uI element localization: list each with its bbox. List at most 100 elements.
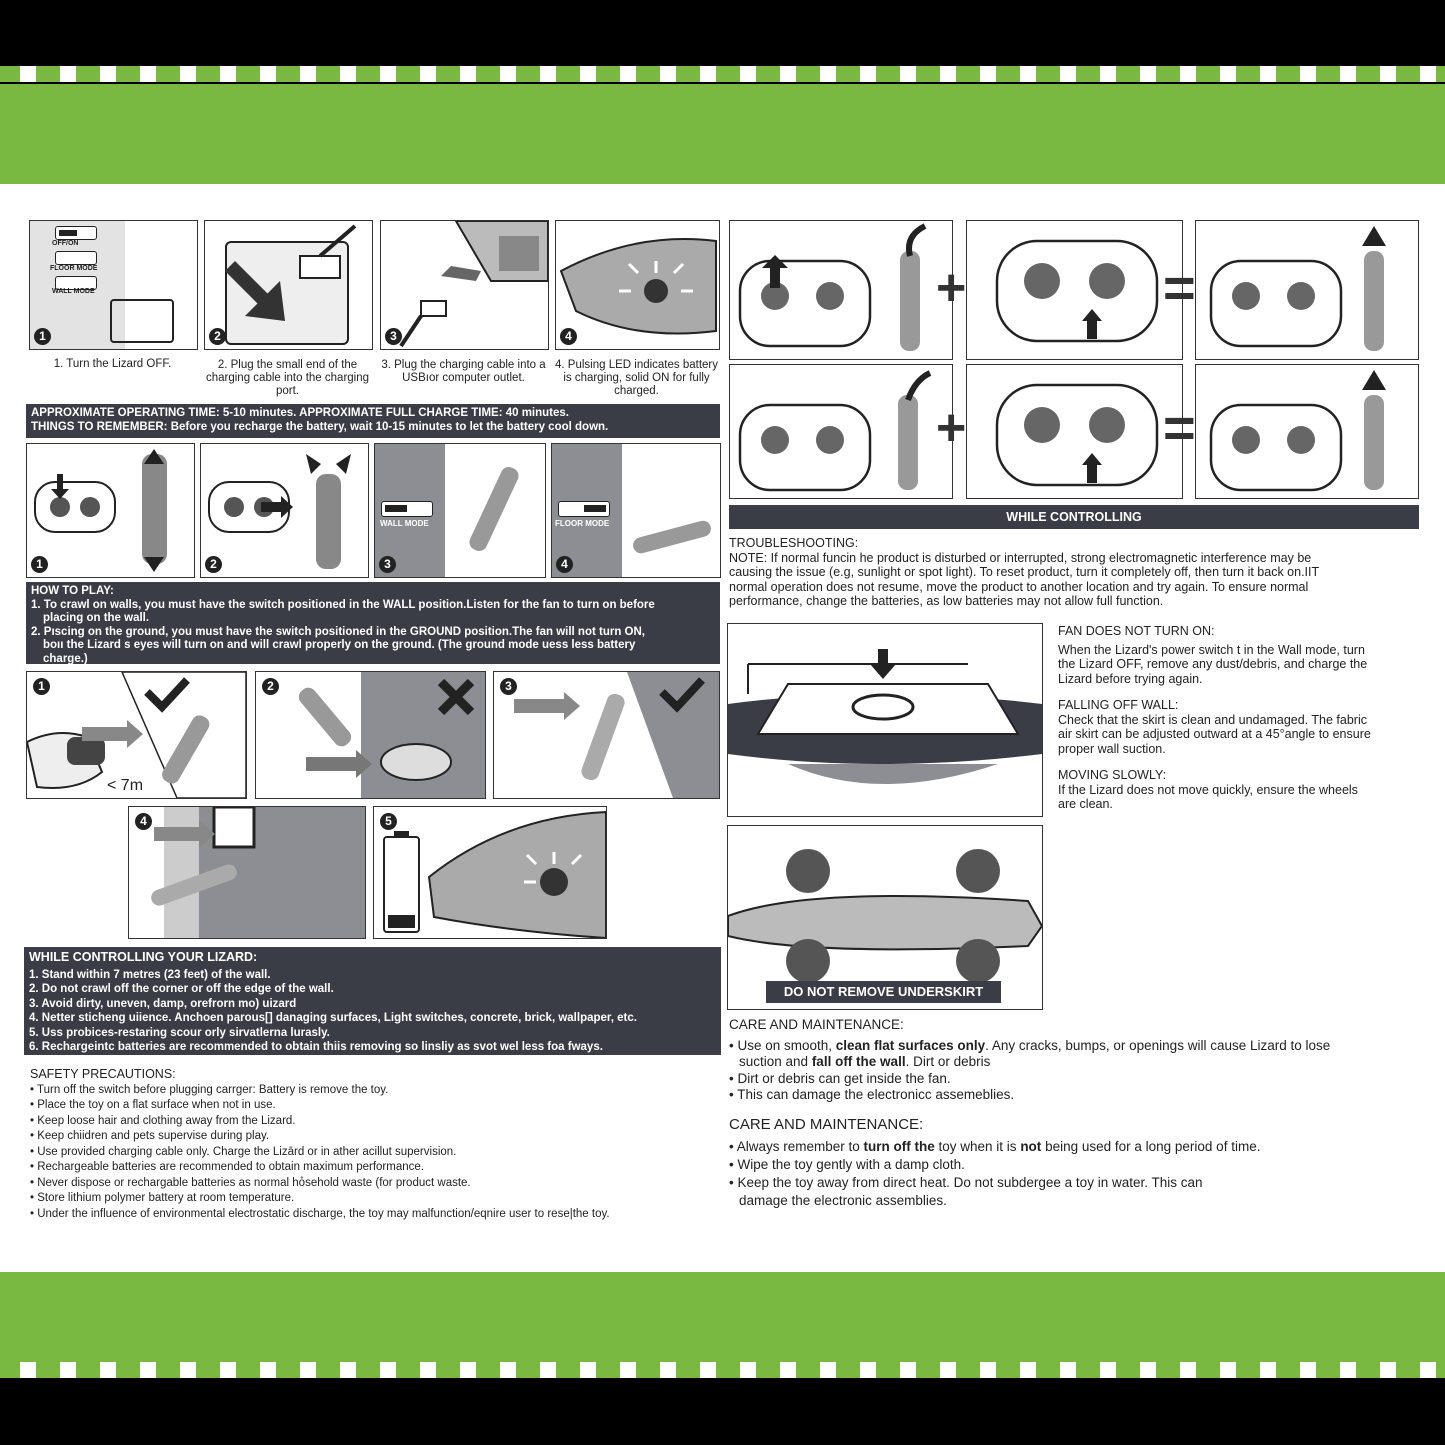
rule-item: 4. Netter sticheng uiience. Anchoen paro…: [29, 1012, 637, 1024]
moving-line: If the Lizard does not move quickly, ens…: [1058, 782, 1358, 797]
bottom-film-strip: [0, 1362, 1445, 1378]
film-hole: [900, 1362, 916, 1378]
film-hole: [820, 66, 836, 82]
lizard-wheels-icon: [728, 849, 1042, 983]
falling-title: FALLING OFF WALL:: [1058, 698, 1179, 712]
switch-closeup: [110, 299, 174, 343]
film-hole: [460, 1362, 476, 1378]
underskirt-panel: DO NOT REMOVE UNDERSKIRT: [727, 825, 1043, 1010]
film-hole: [780, 1362, 796, 1378]
switch-slot: [55, 276, 97, 290]
combo-panel-controller: [729, 220, 953, 360]
film-hole: [700, 66, 716, 82]
film-hole: [100, 66, 116, 82]
film-hole: [580, 1362, 596, 1378]
play-number-4: 4: [135, 813, 152, 830]
care-text: Use on smooth,: [737, 1037, 836, 1053]
film-hole: [1020, 1362, 1036, 1378]
controller-forward-icon: [738, 370, 932, 492]
play-panel-1: < 7m 1: [26, 671, 247, 799]
how-to-play-item: 1. To crawl on walls, you must have the …: [31, 598, 655, 611]
step-number-2: 2: [209, 328, 226, 345]
film-hole: [500, 1362, 516, 1378]
step-panel-2: 2: [204, 220, 373, 350]
plus-icon: +: [936, 259, 967, 317]
step-caption-4: 4. Pulsing LED indicates battery is char…: [555, 359, 719, 397]
film-hole: [1100, 1362, 1116, 1378]
safety-title: SAFETY PRECAUTIONS:: [30, 1067, 176, 1081]
equals-icon: =: [1163, 256, 1196, 319]
film-hole: [20, 66, 36, 82]
film-hole: [1420, 66, 1436, 82]
how-to-play-item: 2. Pıscing on the ground, you must have …: [31, 625, 645, 638]
care-bold-text: not: [1020, 1139, 1042, 1154]
step-panel-3: 3: [380, 220, 549, 350]
film-hole: [540, 66, 556, 82]
play-panel-3: 3: [493, 671, 720, 799]
plus-icon: +: [936, 399, 967, 457]
film-hole: [140, 1362, 156, 1378]
film-hole: [940, 66, 956, 82]
troubleshooting-title: TROUBLESHOOTING:: [729, 536, 859, 550]
care-bold-text: turn off the: [863, 1139, 935, 1154]
operating-time-box: APPROXIMATE OPERATING TIME: 5-10 minutes…: [26, 404, 720, 438]
safety-section: SAFETY PRECAUTIONS: Turn off the switch …: [30, 1067, 720, 1222]
arrow-icon: [225, 224, 357, 321]
care-text: damage the electronic assemblies.: [739, 1193, 947, 1208]
care-section-2: CARE AND MAINTENANCE: • Always remember …: [729, 1116, 1429, 1210]
fan-skirt-panel: [727, 623, 1043, 817]
lizard-on-wall-icon: [469, 467, 519, 551]
controller-forward-icon: [34, 449, 167, 572]
film-hole: [420, 66, 436, 82]
film-hole: [740, 66, 756, 82]
film-hole: [380, 66, 396, 82]
things-to-remember-line: THINGS TO REMEMBER: Before you recharge …: [31, 420, 609, 433]
film-hole: [420, 1362, 436, 1378]
fan-section: FAN DOES NOT TURN ON: When the Lizard's …: [1058, 624, 1428, 812]
film-hole: [980, 66, 996, 82]
falling-line: Check that the skirt is clean and undama…: [1058, 712, 1367, 727]
care-item: damage the electronic assemblies.: [729, 1192, 1429, 1210]
film-hole: [1380, 1362, 1396, 1378]
rule-item: 5. Uss probices-restaring scour orly sir…: [29, 1026, 330, 1039]
film-hole: [180, 66, 196, 82]
film-hole: [1100, 66, 1116, 82]
how-to-play-item: placing on the wall.: [43, 612, 150, 624]
how-to-play-title: HOW TO PLAY:: [31, 585, 114, 597]
step-panel-1: OFF/ON FLOOR MODE WALL MODE 1: [29, 220, 198, 350]
film-hole: [660, 1362, 676, 1378]
care-item: • Use on smooth, clean flat surfaces onl…: [729, 1037, 1331, 1053]
film-hole: [860, 66, 876, 82]
step-number-4: 4: [560, 328, 577, 345]
film-hole: [300, 1362, 316, 1378]
care-text: suction and: [739, 1054, 812, 1069]
step-caption-2: 2. Plug the small end of the charging ca…: [205, 359, 370, 397]
play-number-3: 3: [500, 678, 517, 695]
care-item: • Always remember to turn off the toy wh…: [729, 1139, 1261, 1154]
mode-number-4: 4: [556, 556, 573, 573]
battery-led-icon: [383, 810, 606, 938]
film-hole: [780, 66, 796, 82]
falling-line: air skirt can be adjusted outward at a 4…: [1058, 727, 1371, 741]
controller-forward-icon: [738, 223, 927, 351]
while-controlling-label: WHILE CONTROLLING: [729, 505, 1419, 529]
film-hole: [220, 1362, 236, 1378]
controller-result-icon: [1209, 370, 1386, 492]
play-number-1: 1: [33, 678, 50, 695]
controller-result-icon: [1209, 226, 1386, 351]
falling-line: proper wall suction.: [1058, 741, 1166, 756]
floor-mode-label: FLOOR MODE: [555, 519, 610, 528]
play-panel-5: 5: [373, 806, 607, 939]
combo-panel-result: [1195, 220, 1419, 360]
troubleshooting-line: causing the issue (e.g, sunlight or spot…: [729, 565, 1320, 579]
film-hole: [660, 66, 676, 82]
safety-item: Rechargeable batteries are recommended t…: [30, 1160, 720, 1176]
film-hole: [100, 1362, 116, 1378]
care-item: • Dirt or debris can get inside the fan.: [729, 1070, 951, 1086]
rule-item: 1. Stand within 7 metres (23 feet) of th…: [29, 968, 271, 981]
fan-line: Lizard before trying again.: [1058, 671, 1203, 686]
fan-line: When the Lizard's power switch t in the …: [1058, 642, 1365, 657]
care-title-2: CARE AND MAINTENANCE:: [729, 1116, 924, 1133]
lizard-on-floor-icon: [633, 520, 711, 554]
fan-title: FAN DOES NOT TURN ON:: [1058, 624, 1215, 638]
